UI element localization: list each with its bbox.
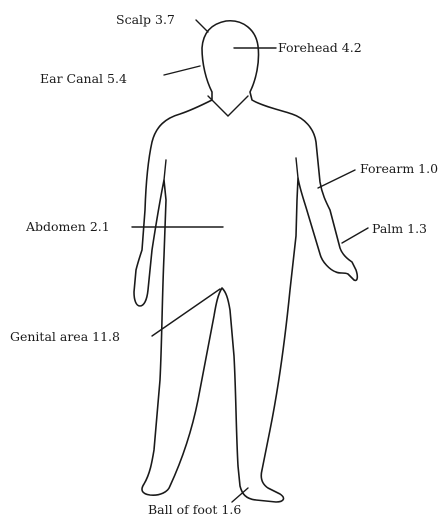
abdomen-label: Abdomen 2.1 — [25, 219, 110, 234]
scalp-leader — [196, 20, 208, 32]
ball-of-foot-label: Ball of foot 1.6 — [148, 502, 241, 517]
palm-leader — [342, 228, 368, 243]
ear-canal-leader — [164, 66, 200, 75]
ear-canal-label: Ear Canal 5.4 — [40, 71, 127, 86]
forearm-leader — [318, 170, 355, 188]
body-silhouette — [134, 21, 357, 502]
palm-label: Palm 1.3 — [372, 221, 427, 236]
genital-area-label: Genital area 11.8 — [10, 329, 120, 344]
scalp-label: Scalp 3.7 — [116, 12, 175, 27]
forehead-label: Forehead 4.2 — [278, 40, 362, 55]
body-outline — [134, 21, 357, 502]
forearm-label: Forearm 1.0 — [360, 161, 438, 176]
